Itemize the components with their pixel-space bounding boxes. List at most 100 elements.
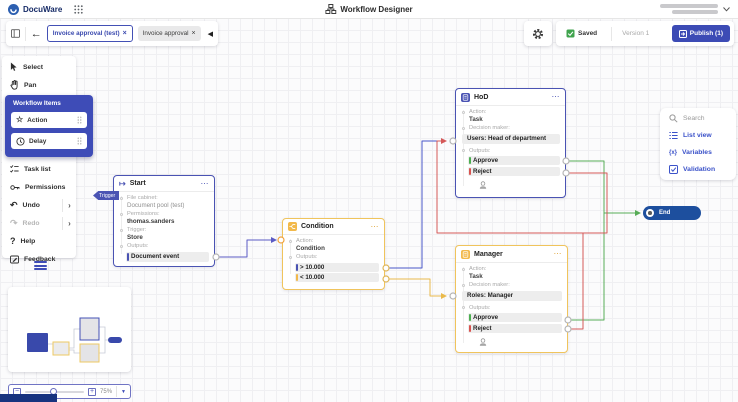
output-color-bar [469,168,471,175]
assignee-label: Users: Head of department [467,135,546,142]
menu-icon[interactable] [34,261,47,271]
minimap-start [27,333,48,352]
back-arrow-icon[interactable]: ← [31,29,42,39]
stamp-icon[interactable] [479,338,487,346]
node-start-body: File cabinet: Document pool (test) Permi… [114,192,214,262]
zoom-dropdown[interactable]: ▼ [116,386,126,397]
workflow-item-action[interactable]: ☆ Action [11,112,87,128]
output-reject[interactable]: Reject [468,167,560,176]
tool-undo[interactable]: ↶ Undo › [2,196,76,214]
tool-label: Pan [24,82,36,89]
output-gt-10000[interactable]: > 10.000 [295,263,379,272]
node-hod[interactable]: HoD ⋯ Action: Task Decision maker: Users… [455,88,566,198]
stamp-icon[interactable] [479,181,487,189]
redo-expand-chevron[interactable]: › [62,217,76,230]
field-label: Permissions: [127,211,209,218]
panel-item-validation[interactable]: Validation [660,161,736,178]
clock-icon [16,137,25,146]
close-icon[interactable]: × [123,31,127,37]
minimap[interactable] [8,287,131,372]
panel-item-label: Search [683,115,705,122]
output-label: Reject [473,168,492,175]
tab-invoice-approval[interactable]: Invoice approval × [138,26,201,41]
panel-item-variables[interactable]: {x} Variables [660,144,736,161]
tool-label: Task list [24,166,51,173]
tool-redo[interactable]: ↷ Redo › [2,214,76,232]
redo-icon: ↷ [10,219,18,227]
divider [25,27,26,41]
docuware-logo[interactable]: DocuWare [8,4,62,15]
node-manager[interactable]: Manager ⋯ Action: Task Decision maker: R… [455,245,568,353]
output-color-bar [469,157,471,164]
output-document-event[interactable]: Document event [126,252,209,262]
workflow-item-delay[interactable]: Delay [11,133,87,149]
field-label: Action: [469,266,562,273]
tool-permissions[interactable]: Permissions [2,178,76,196]
node-end[interactable]: End [643,206,701,220]
tool-help[interactable]: ? Help [2,232,76,250]
panel-layout-icon[interactable] [11,28,20,39]
publish-button[interactable]: Publish (1) [672,25,730,42]
drag-handle-icon[interactable] [77,137,82,145]
assignee-pill[interactable]: Users: Head of department [462,134,560,144]
task-list-icon [10,164,19,174]
close-icon[interactable]: × [192,31,196,37]
tool-label: Undo [23,202,40,209]
field-value: Store [127,234,209,241]
zoom-slider[interactable] [25,391,84,393]
node-menu-icon[interactable]: ⋯ [201,181,210,187]
output-label: Approve [473,157,498,164]
field-label: File cabinet: [127,195,209,202]
task-icon [461,250,470,259]
star-icon: ☆ [16,116,23,124]
node-start[interactable]: ↦ Start ⋯ File cabinet: Document pool (t… [113,175,215,267]
node-manager-header: Manager ⋯ [456,246,567,263]
feedback-icon [10,255,19,264]
node-title: End [659,210,670,216]
tab-invoice-approval-test[interactable]: Invoice approval (test) × [47,25,133,42]
node-condition[interactable]: Condition ⋯ Action: Condition Outputs: >… [282,218,385,290]
output-reject[interactable]: Reject [468,324,562,333]
tool-label: Permissions [25,184,65,191]
panel-item-label: Validation [683,166,715,173]
user-menu[interactable] [660,4,730,14]
zoom-in-button[interactable]: + [88,388,96,396]
collapse-tabs-icon[interactable]: ◀ [208,30,213,38]
field-label: Decision maker: [469,125,560,132]
chevron-down-icon [723,7,730,12]
gear-icon [532,28,544,40]
tool-select[interactable]: Select [2,58,76,76]
output-color-bar [469,325,471,332]
output-label: Approve [473,314,498,321]
bottom-left-strip [0,394,57,402]
drag-handle-icon[interactable] [77,116,82,124]
field-value: thomas.sanders [127,218,209,225]
logo-text: DocuWare [23,5,62,14]
output-label: > 10.000 [300,264,324,271]
node-menu-icon[interactable]: ⋯ [554,251,563,257]
field-value: Document pool (test) [127,202,209,209]
workflow-items-panel: Workflow Items ☆ Action Delay [5,95,93,157]
undo-expand-chevron[interactable]: › [62,199,76,212]
node-menu-icon[interactable]: ⋯ [371,224,380,230]
saved-status: Saved [578,30,597,37]
outputs-label: Outputs: [296,254,379,261]
assignee-pill[interactable]: Roles: Manager [462,291,562,301]
panel-item-list-view[interactable]: List view [660,127,736,144]
settings-button[interactable] [524,21,552,46]
key-icon [10,183,20,192]
panel-item-search[interactable]: Search [660,110,736,127]
output-approve[interactable]: Approve [468,156,560,165]
node-rail [463,267,464,343]
node-title: Start [130,180,197,187]
start-icon: ↦ [119,180,126,188]
tool-pan[interactable]: Pan [2,76,76,94]
output-approve[interactable]: Approve [468,313,562,322]
output-lt-10000[interactable]: < 10.000 [295,273,379,282]
output-color-bar [469,314,471,321]
apps-grid-icon[interactable] [74,5,83,14]
tool-task-list[interactable]: Task list [2,160,76,178]
publish-icon [679,30,687,38]
canvas-tools-panel: Search List view {x} Variables Validatio… [660,108,736,180]
node-menu-icon[interactable]: ⋯ [552,94,561,100]
